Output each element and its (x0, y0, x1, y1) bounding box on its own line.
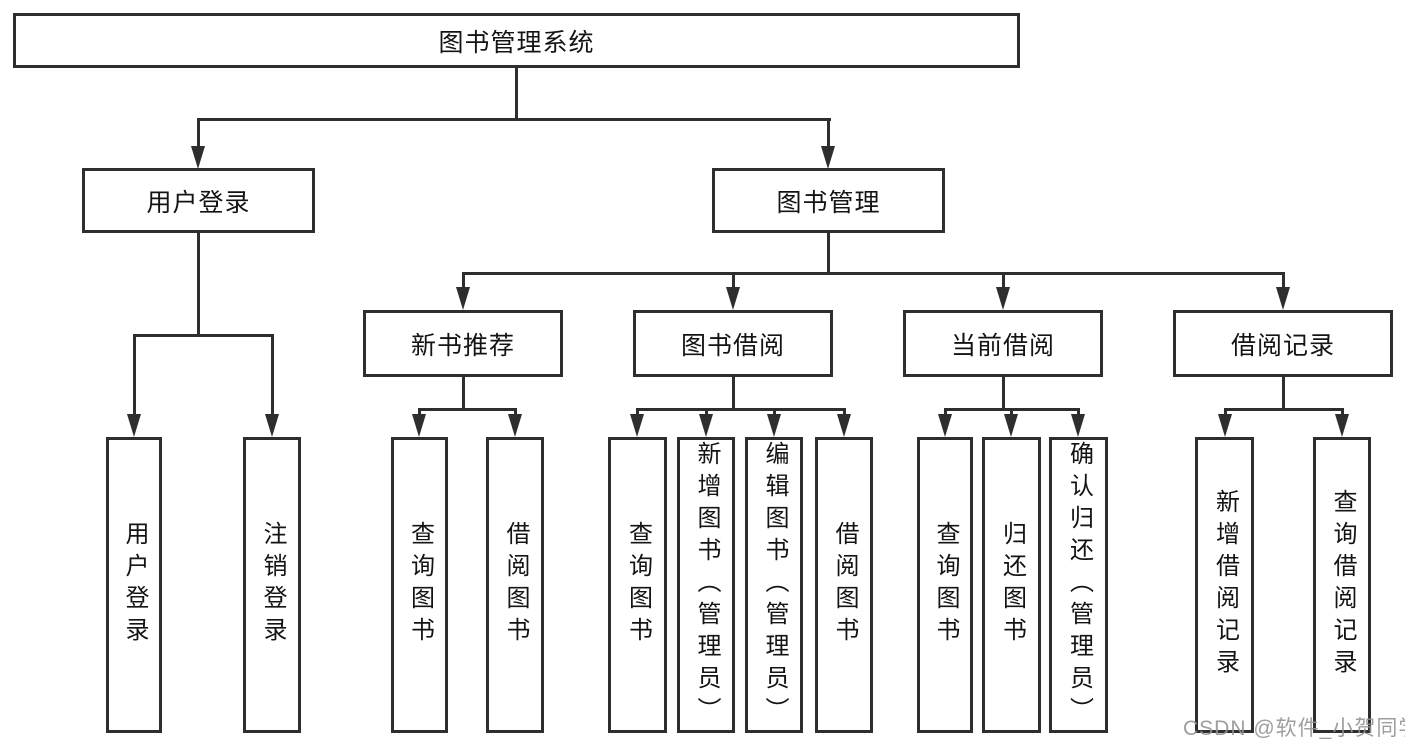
leaf-current-query-books-label: 查询图书 (932, 521, 959, 649)
leaf-logout: 注销登录 (243, 437, 301, 733)
leaf-user-login-label: 用户登录 (121, 521, 148, 649)
connector-vline (705, 408, 708, 417)
connector-vline (1341, 408, 1344, 417)
arrow-down-icon (821, 146, 835, 169)
arrow-down-icon (1335, 414, 1349, 437)
connector-vline (944, 408, 947, 417)
node-book-management: 图书管理 (712, 168, 945, 233)
connector-vline (636, 408, 639, 417)
node-borrow-records: 借阅记录 (1173, 310, 1393, 377)
leaf-user-login: 用户登录 (106, 437, 162, 733)
node-new-book-recommend: 新书推荐 (363, 310, 563, 377)
arrow-down-icon (191, 146, 205, 169)
leaf-newbook-borrow-books-label: 借阅图书 (502, 521, 529, 649)
connector-vline (1282, 272, 1285, 290)
leaf-current-confirm-return-admin: 确认归还（管理员） (1049, 437, 1108, 733)
node-current-borrow: 当前借阅 (903, 310, 1103, 377)
connector-vline (773, 408, 776, 417)
connector-vline (1077, 408, 1080, 417)
connector-vline (1002, 272, 1005, 290)
connector-vline (1002, 377, 1005, 411)
connector-vline (843, 408, 846, 417)
connector-vline (732, 377, 735, 411)
connector-hline (636, 408, 844, 411)
connector-vline (197, 118, 200, 148)
leaf-borrow-query-books: 查询图书 (608, 437, 667, 733)
connector-vline (827, 118, 830, 148)
leaf-records-query-record: 查询借阅记录 (1313, 437, 1371, 733)
arrow-down-icon (265, 414, 279, 437)
connector-vline (133, 334, 136, 416)
arrow-down-icon (1276, 287, 1290, 310)
leaf-newbook-borrow-books: 借阅图书 (486, 437, 544, 733)
arrow-down-icon (1071, 414, 1085, 437)
connector-vline (515, 66, 518, 120)
node-book-borrow: 图书借阅 (633, 310, 833, 377)
leaf-logout-label: 注销登录 (259, 521, 286, 649)
connector-vline (462, 272, 465, 290)
arrow-down-icon (726, 287, 740, 310)
arrow-down-icon (699, 414, 713, 437)
leaf-newbook-query-books-label: 查询图书 (406, 521, 434, 649)
arrow-down-icon (412, 414, 426, 437)
leaf-records-add-record-label: 新增借阅记录 (1211, 489, 1239, 681)
arrow-down-icon (767, 414, 781, 437)
leaf-borrow-borrow-books: 借阅图书 (815, 437, 873, 733)
connector-vline (827, 233, 830, 275)
arrow-down-icon (508, 414, 522, 437)
csdn-watermark: CSDN @软件_小贺同学 (1183, 717, 1405, 740)
connector-hline (1224, 408, 1343, 411)
leaf-borrow-edit-books-admin-label: 编辑图书（管理员） (761, 441, 788, 729)
node-user-login: 用户登录 (82, 168, 315, 233)
arrow-down-icon (837, 414, 851, 437)
leaf-borrow-add-books-admin: 新增图书（管理员） (677, 437, 735, 733)
leaf-borrow-borrow-books-label: 借阅图书 (831, 521, 858, 649)
arrow-down-icon (127, 414, 141, 437)
leaf-borrow-query-books-label: 查询图书 (624, 521, 652, 649)
connector-hline (197, 118, 831, 121)
connector-hline (462, 272, 1284, 275)
arrow-down-icon (1004, 414, 1018, 437)
connector-vline (271, 334, 274, 416)
leaf-records-query-record-label: 查询借阅记录 (1329, 489, 1356, 681)
arrow-down-icon (630, 414, 644, 437)
connector-hline (133, 334, 273, 337)
leaf-borrow-edit-books-admin: 编辑图书（管理员） (745, 437, 803, 733)
leaf-records-add-record: 新增借阅记录 (1195, 437, 1254, 733)
connector-vline (197, 233, 200, 337)
connector-vline (514, 408, 517, 417)
arrow-down-icon (938, 414, 952, 437)
arrow-down-icon (1218, 414, 1232, 437)
connector-vline (1224, 408, 1227, 417)
arrow-down-icon (456, 287, 470, 310)
connector-vline (1010, 408, 1013, 417)
leaf-current-return-books: 归还图书 (982, 437, 1041, 733)
node-root-library-system: 图书管理系统 (13, 13, 1020, 68)
connector-vline (732, 272, 735, 290)
leaf-current-confirm-return-admin-label: 确认归还（管理员） (1065, 441, 1093, 729)
connector-vline (418, 408, 421, 417)
leaf-newbook-query-books: 查询图书 (391, 437, 448, 733)
leaf-current-query-books: 查询图书 (917, 437, 973, 733)
connector-vline (1282, 377, 1285, 411)
connector-hline (418, 408, 516, 411)
arrow-down-icon (996, 287, 1010, 310)
connector-vline (462, 377, 465, 411)
leaf-borrow-add-books-admin-label: 新增图书（管理员） (693, 441, 720, 729)
leaf-current-return-books-label: 归还图书 (998, 521, 1026, 649)
